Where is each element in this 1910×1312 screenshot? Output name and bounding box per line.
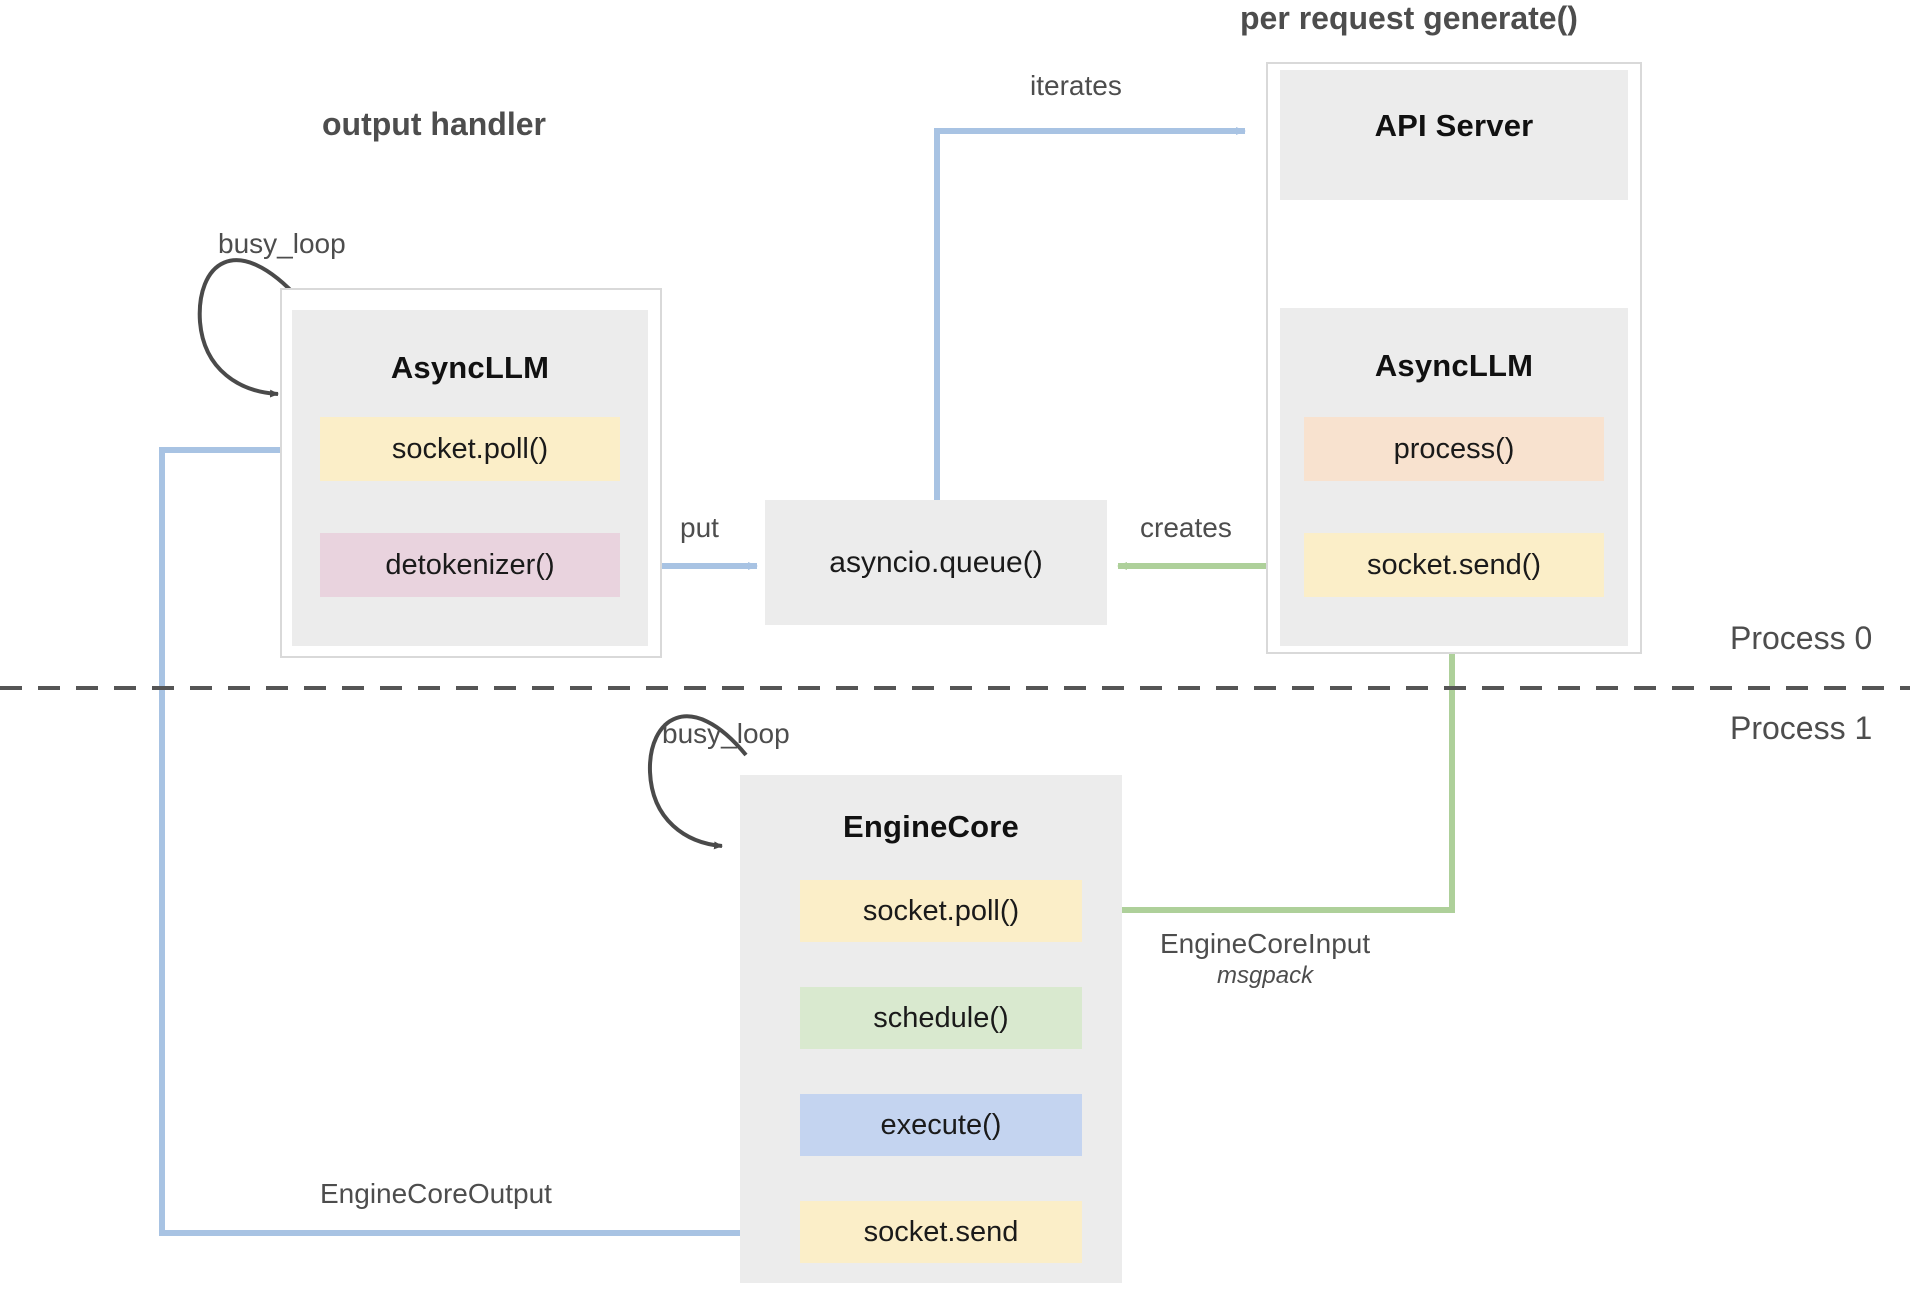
async-llm-left-title: AsyncLLM <box>390 350 550 385</box>
engine-core-input-text: EngineCoreInput <box>1160 928 1371 959</box>
put-label: put <box>680 512 719 543</box>
busy-loop-label-engine: busy_loop <box>662 718 790 749</box>
chip-engine-core-execute[interactable]: execute() <box>800 1094 1082 1156</box>
chip-label: execute() <box>880 1108 1002 1141</box>
asyncio-queue-label: asyncio.queue() <box>829 545 1043 579</box>
engine-core-output-label: EngineCoreOutput <box>320 1178 552 1209</box>
engine-core-title: EngineCore <box>843 809 1019 844</box>
iterates-arrow <box>934 127 1246 500</box>
chip-async-llm-right-process[interactable]: process() <box>1304 417 1604 481</box>
chip-engine-core-socket-send[interactable]: socket.send <box>800 1201 1082 1263</box>
process-1-label: Process 1 <box>1730 710 1873 746</box>
chip-async-llm-right-socket-send[interactable]: socket.send() <box>1304 533 1604 597</box>
chip-label: process() <box>1393 432 1515 465</box>
chip-label: socket.send <box>863 1215 1019 1248</box>
api-server-title: API Server <box>1374 108 1534 143</box>
chip-engine-core-schedule[interactable]: schedule() <box>800 987 1082 1049</box>
asyncio-queue-box[interactable]: asyncio.queue() <box>765 500 1107 625</box>
iterates-label: iterates <box>1030 70 1122 101</box>
engine-core-input-format: msgpack <box>1217 962 1314 989</box>
chip-engine-core-socket-poll[interactable]: socket.poll() <box>800 880 1082 942</box>
per-request-generate-heading: per request generate() <box>1240 0 1578 36</box>
engine-core-input-label: EngineCoreInput msgpack <box>1160 928 1370 990</box>
async-llm-right-title: AsyncLLM <box>1374 348 1534 383</box>
chip-async-llm-left-socket-poll[interactable]: socket.poll() <box>320 417 620 481</box>
chip-label: schedule() <box>873 1001 1009 1034</box>
chip-label: socket.poll() <box>862 894 1020 927</box>
api-server-box[interactable]: API Server <box>1280 70 1628 200</box>
chip-label: socket.send() <box>1366 548 1542 581</box>
busy-loop-label-left: busy_loop <box>218 228 346 259</box>
chip-async-llm-left-detokenizer[interactable]: detokenizer() <box>320 533 620 597</box>
chip-label: detokenizer() <box>385 548 555 581</box>
process-0-label: Process 0 <box>1730 620 1873 656</box>
chip-label: socket.poll() <box>391 432 549 465</box>
creates-label: creates <box>1140 512 1232 543</box>
output-handler-heading: output handler <box>322 106 546 142</box>
